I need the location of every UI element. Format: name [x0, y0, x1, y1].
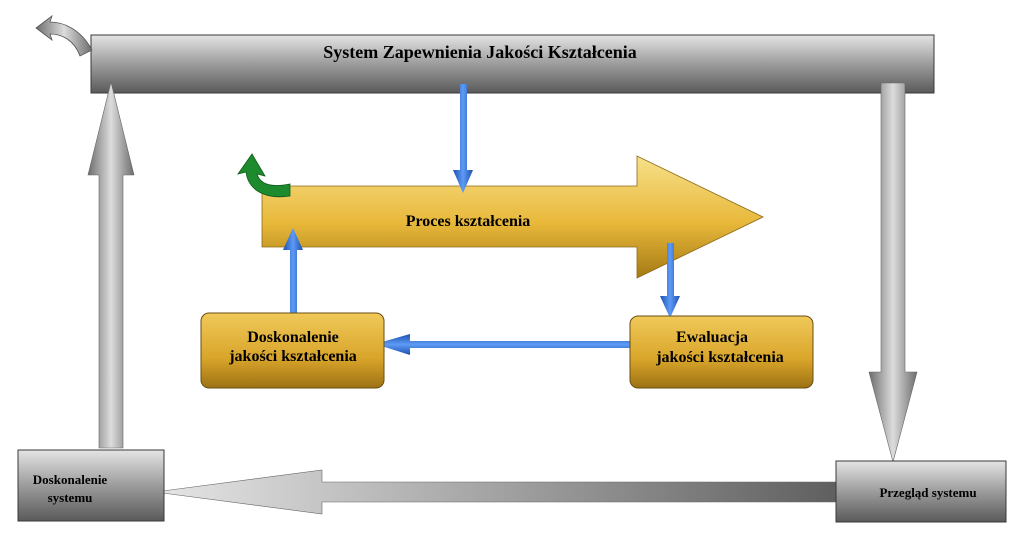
quality-improvement-label-2: jakości kształcenia — [228, 348, 357, 365]
blue-arrow-process-to-evaluation — [660, 243, 680, 318]
bottom-left-gray-arrow — [154, 469, 849, 515]
system-box — [90, 34, 935, 94]
blue-arrow-evaluation-to-improvement — [375, 334, 630, 355]
quality-improvement-label-1: Doskonalenie — [247, 329, 339, 346]
system-improvement-label-1: Doskonalenie — [33, 472, 108, 487]
quality-improvement-box — [200, 312, 385, 389]
blue-arrow-improvement-to-process — [283, 228, 303, 330]
quality-evaluation-label-1: Ewaluacja — [676, 329, 748, 346]
system-improvement-label-2: systemu — [48, 490, 93, 505]
green-cycle-icon — [237, 153, 291, 198]
right-down-gray-arrow — [868, 82, 918, 464]
process-arrow-label: Proces kształcenia — [406, 213, 531, 230]
system-review-label: Przegląd systemu — [879, 485, 976, 500]
system-box-label: System Zapewnienia Jakości Kształcenia — [323, 42, 637, 62]
process-arrow — [261, 155, 764, 279]
quality-evaluation-label-2: jakości kształcenia — [655, 349, 784, 366]
blue-arrow-system-to-process — [453, 84, 473, 193]
gray-cycle-icon — [35, 14, 93, 57]
system-improvement-box — [17, 449, 165, 522]
left-up-gray-arrow — [87, 81, 135, 449]
quality-evaluation-box — [629, 315, 814, 389]
system-review-box — [835, 460, 1007, 523]
